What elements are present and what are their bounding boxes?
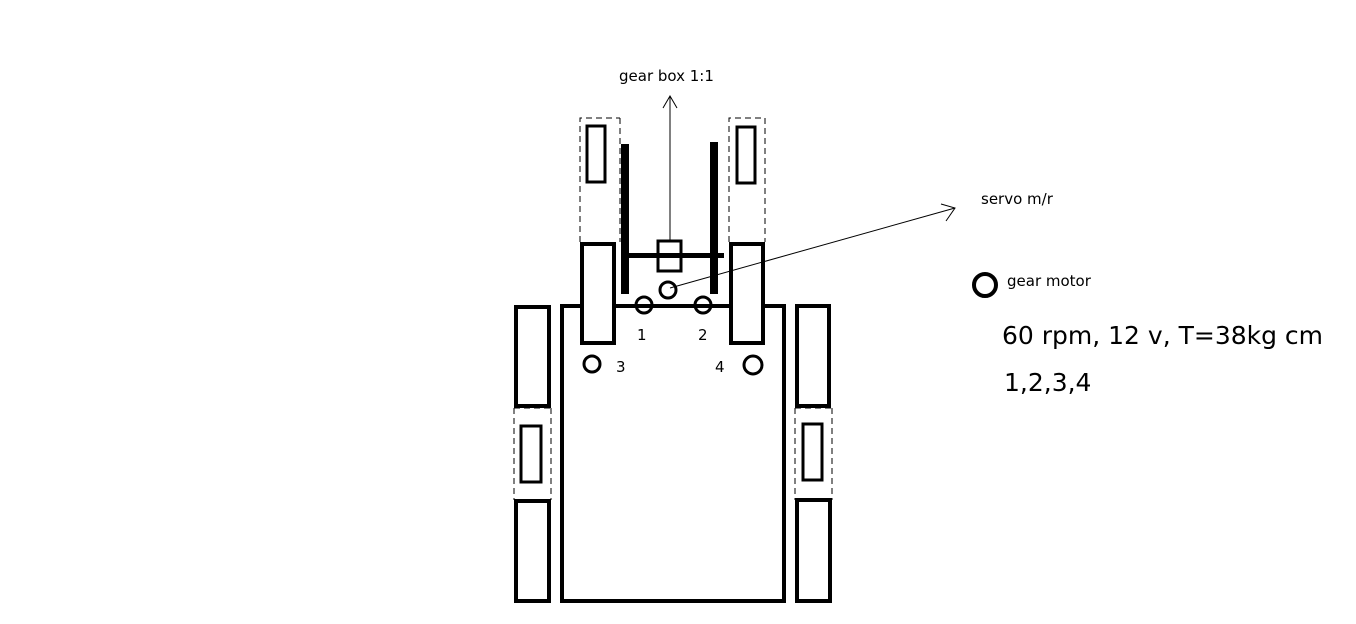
right-rear-wheel: [795, 498, 832, 603]
right-front-wheel: [795, 304, 831, 408]
motor-label-3: 3: [616, 358, 626, 376]
chassis-body: [560, 304, 786, 603]
servo-arrow-head: [940, 203, 956, 222]
motor-label-4: 4: [715, 358, 725, 376]
front-left-extension-dashed: [579, 117, 621, 242]
servo-label: servo m/r: [981, 190, 1054, 208]
right-middle-wheel: [801, 422, 824, 482]
gear-motor-3: [582, 354, 602, 374]
gear-motor-2: [693, 295, 713, 315]
motor-spec-text: 60 rpm, 12 v, T=38kg cm: [1002, 321, 1323, 350]
right-vertical-bar: [710, 142, 718, 294]
front-right-small-wheel: [735, 125, 757, 185]
left-vertical-bar: [621, 144, 629, 294]
gear-motor-1: [634, 295, 654, 315]
legend-gear-motor-label: gear motor: [1007, 272, 1092, 290]
front-axle: [629, 253, 724, 258]
front-left-small-wheel: [585, 124, 607, 184]
front-left-wheel: [580, 242, 616, 345]
motor-label-1: 1: [637, 326, 647, 344]
motor-list-text: 1,2,3,4: [1004, 368, 1091, 397]
legend-gear-motor-icon: [972, 272, 998, 298]
servo-arrow-line: [669, 207, 956, 289]
left-rear-wheel: [514, 499, 551, 603]
gearbox-label: gear box 1:1: [619, 67, 714, 85]
servo-motor-circle: [658, 280, 678, 300]
gear-motor-4: [742, 354, 764, 376]
front-right-extension-dashed: [728, 117, 766, 242]
left-track-dashed: [513, 407, 552, 500]
motor-label-2: 2: [698, 326, 708, 344]
gearbox-arrow-head: [662, 95, 678, 109]
right-track-dashed: [794, 407, 833, 500]
front-right-wheel: [729, 242, 765, 345]
left-front-wheel: [514, 305, 551, 408]
left-middle-wheel: [519, 424, 543, 484]
